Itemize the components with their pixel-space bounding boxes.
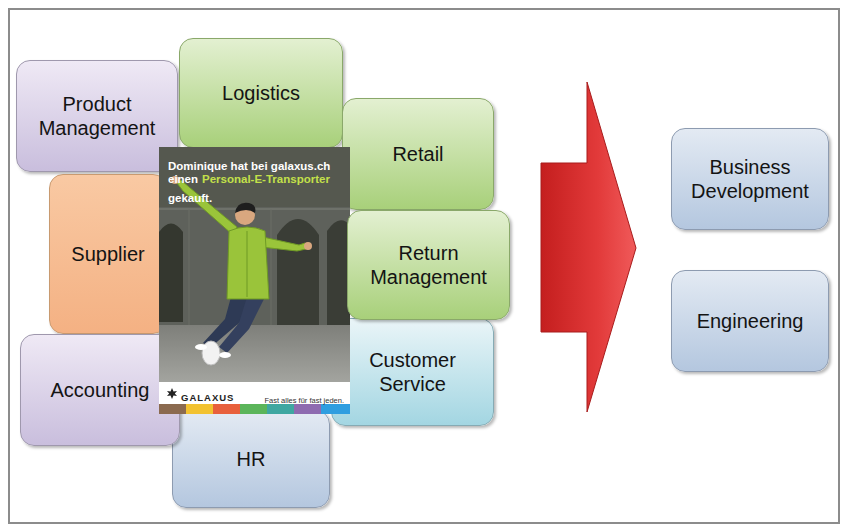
poster-line: Dominique hat bei galaxus.ch	[168, 156, 330, 174]
box-label: Retail	[392, 142, 443, 166]
box-label: Accounting	[51, 378, 150, 402]
box-label: HR	[237, 447, 266, 471]
process-box: HR	[172, 410, 330, 508]
poster-logo: GALAXUS	[181, 387, 234, 405]
color-bar	[159, 404, 350, 414]
poster-tagline: Fast alles für fast jeden.	[264, 389, 344, 407]
box-label: Product Management	[31, 92, 163, 140]
box-label: Supplier	[71, 242, 144, 266]
arrow-shape	[541, 82, 636, 412]
process-box: Business Development	[671, 128, 829, 230]
brand-name: GALAXUS	[181, 392, 234, 403]
box-label: Engineering	[697, 309, 804, 333]
galaxus-star	[167, 388, 177, 399]
box-label: Customer Service	[346, 348, 479, 396]
poster-headline: einen	[168, 172, 198, 187]
process-box: Return Management	[347, 210, 510, 320]
process-box: Logistics	[179, 38, 343, 148]
poster-line: gekauft.	[168, 188, 212, 206]
process-box: Retail	[342, 98, 494, 210]
wall	[159, 147, 350, 382]
slogan: Fast alles für fast jeden.	[264, 396, 344, 405]
poster-line: einen Personal-E-Transporter	[168, 172, 330, 187]
process-box: Accounting	[20, 334, 180, 446]
street	[159, 325, 350, 382]
poster-headline: Personal-E-Transporter	[202, 172, 330, 187]
process-box: Customer Service	[331, 318, 494, 426]
box-label: Logistics	[222, 81, 300, 105]
galaxus-poster: Dominique hat bei galaxus.ch einen Person…	[159, 147, 350, 414]
logo-strip	[159, 382, 350, 404]
person	[171, 176, 312, 365]
process-box: Supplier	[49, 174, 167, 334]
process-box: Engineering	[671, 270, 829, 372]
process-box: Product Management	[16, 60, 178, 172]
poster-photo	[159, 147, 350, 414]
box-label: Business Development	[686, 155, 814, 203]
poster-headline: gekauft.	[168, 191, 212, 206]
poster-headline: Dominique hat bei galaxus.ch	[168, 159, 330, 174]
box-label: Return Management	[362, 241, 495, 289]
